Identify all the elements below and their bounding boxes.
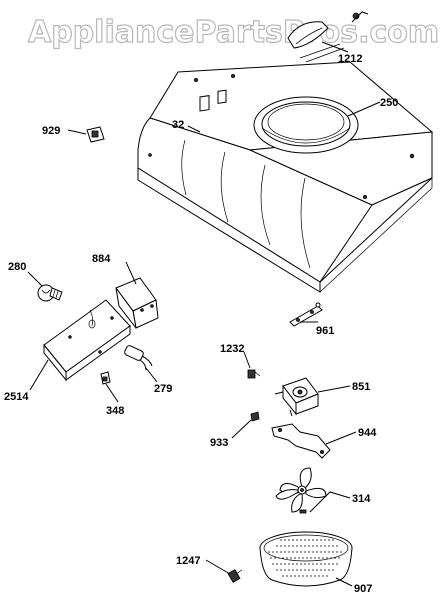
- screw-part-1247: [227, 569, 243, 583]
- lamp-bracket-part: [115, 277, 159, 329]
- label-314: 314: [352, 493, 371, 505]
- label-250: 250: [380, 97, 398, 109]
- label-907: 907: [354, 583, 372, 595]
- clip-part: [100, 371, 111, 385]
- label-1247: 1247: [176, 555, 200, 567]
- label-279: 279: [154, 383, 172, 395]
- label-933: 933: [210, 437, 228, 449]
- grease-filter-part: [259, 531, 353, 587]
- nut-part: [250, 411, 260, 422]
- label-884: 884: [92, 253, 111, 265]
- fan-blade-part: [275, 467, 327, 514]
- label-32: 32: [172, 119, 184, 131]
- label-348: 348: [106, 405, 124, 417]
- light-panel-part: [43, 299, 131, 382]
- label-944: 944: [358, 427, 377, 439]
- label-280: 280: [8, 261, 26, 273]
- leader-lines: [27, 41, 381, 587]
- label-851: 851: [352, 381, 370, 393]
- label-1212: 1212: [338, 53, 362, 65]
- range-hood-body: [137, 61, 434, 293]
- switch-part: [86, 126, 105, 143]
- label-1232: 1232: [220, 343, 244, 355]
- label-929: 929: [42, 125, 60, 137]
- motor-part: [274, 377, 319, 417]
- mounting-bracket-part: [289, 302, 323, 327]
- label-2514: 2514: [4, 391, 29, 403]
- socket-part: [124, 345, 153, 371]
- motor-bracket-part: [271, 423, 331, 459]
- watermark-text: AppliancePartsPros.com: [28, 15, 439, 50]
- screw-part-1232: [247, 369, 261, 379]
- label-961: 961: [316, 325, 334, 337]
- light-bulb-part: [37, 284, 63, 302]
